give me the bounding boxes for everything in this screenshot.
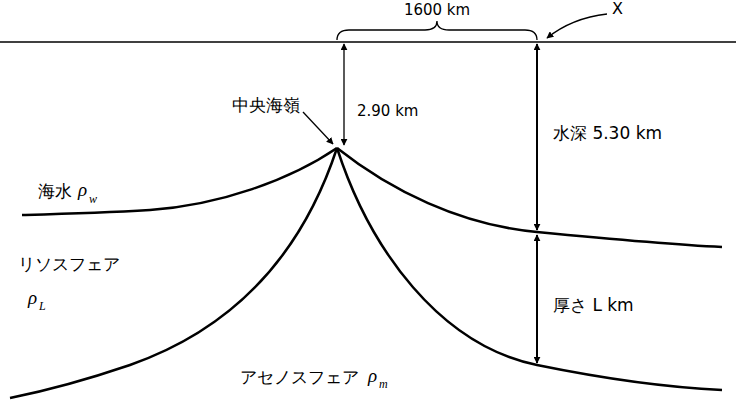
density-subscript: m [379,378,388,391]
density-subscript: w [89,193,97,206]
density-subscript: L [39,300,46,313]
lithosphere-base-right [337,148,722,390]
ridge-leader [303,112,333,144]
ridge-label: 中央海嶺 [232,96,300,115]
density-symbol: ρ [78,180,87,201]
layer-name: リソスフェア [18,255,120,274]
dimension-label: 厚さ L km [553,296,634,315]
distance-brace [337,21,537,40]
distance-label: 1600 km [404,2,470,19]
density-symbol: ρ [28,288,37,309]
layer-name: アセノスフェア [240,368,359,387]
dimension-label: 水深 5.30 km [553,124,662,143]
water-depth-arrow [536,44,538,230]
sea-surface [0,41,736,43]
thickness-arrow [536,235,538,363]
ridge-depth-arrow [343,44,344,145]
point-label: X [612,0,623,18]
x-pointer [547,14,607,38]
dimension-label: 2.90 km [357,103,418,120]
seafloor-right [337,148,722,247]
density-symbol: ρ [368,366,377,387]
layer-name: 海水 [38,182,72,201]
seafloor-left [22,148,337,215]
lithosphere-base-left [10,148,337,398]
